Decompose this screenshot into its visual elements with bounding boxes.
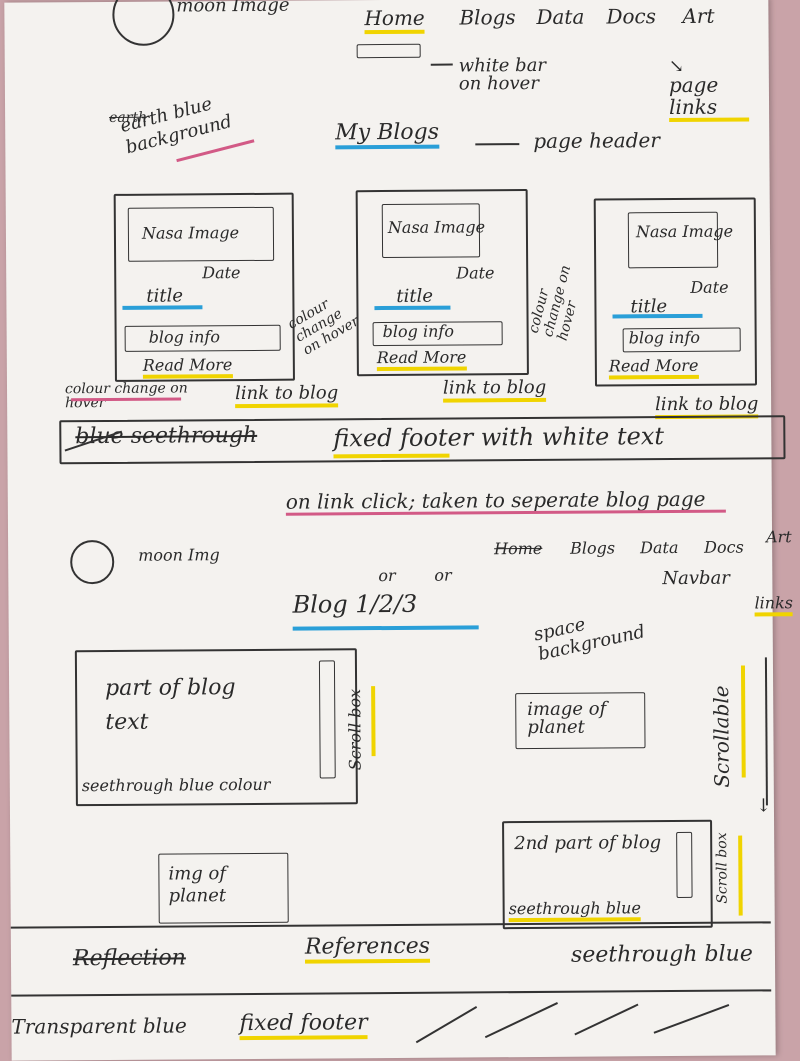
scroll-arrow-head: ↓ [755,795,772,817]
moon-img-placeholder-2 [70,539,115,585]
white-bar-sketch [356,43,421,59]
scroll-box-1-note: Scroll box [345,688,365,771]
nav-link-data: Data [536,4,585,29]
text-box-2-label: 2nd part of blog [514,832,662,855]
card-2-title-underline [374,305,451,311]
nav2-link-home: Home [494,538,543,559]
footer-hatch-3 [574,1003,639,1036]
planet-image-1-label: image of planet [527,698,607,739]
planet-image-2-label: img of planet [168,863,227,907]
seethrough-note-3: seethrough blue [570,941,753,968]
earth-note: earth blue background [118,93,235,159]
scroll-box-2-highlight [738,835,743,916]
footer-hatch-4 [653,1004,730,1034]
card-2-date: Date [456,263,495,283]
scroll-box-2-note: Scroll box [714,832,731,904]
colour-change-note-1: colour change on hover [64,380,188,412]
footer-hatch-2 [484,1002,558,1039]
links-note: links [754,593,794,617]
card-1-read-more: Read More [142,355,233,379]
seethrough-note-2: seethrough blue [508,898,641,923]
nav2-link-data: Data [640,537,679,558]
nav2-link-art: Art [765,527,792,547]
moon-img-label-2: moon Img [138,545,220,565]
footer-hatch-1 [415,1006,478,1044]
header-dash [475,143,520,146]
nav-link-art: Art [682,3,715,28]
nav2-link-docs: Docs [704,537,744,557]
references-label: References [304,933,431,964]
card-3-title-underline [612,313,703,319]
scroll-box-1-highlight [371,686,376,757]
card-1-info-label: blog info [148,327,221,347]
scrollbar-2 [676,831,693,899]
card-1-link-note: link to blog [234,382,339,409]
colour-change-note-2: colour change on hover [285,296,363,359]
card-1-title: title [146,285,184,307]
navbar-note: Navbar [662,567,730,590]
white-bar-dash [430,63,453,66]
scroll-arrow-line [764,657,768,806]
card-2-link-note: link to blog [442,376,547,403]
space-background-note: space background [531,613,648,666]
card-3-date: Date [690,277,729,297]
scrollbar-1 [318,660,336,779]
or-note-1: or [378,565,396,586]
reflection-struck: Reflection [72,945,186,972]
nav-link-home: Home [364,5,425,35]
bottom-footer-note: fixed footer [239,1010,368,1041]
moon-image-placeholder [112,0,175,46]
fixed-footer-highlight [333,453,450,459]
nav2-link-blogs: Blogs [570,538,616,558]
scrollable-note: Scrollable [709,685,734,788]
paper-sheet: moon Image Home Blogs Data Docs Art whit… [4,0,794,1061]
nav-link-blogs: Blogs [459,5,516,30]
seethrough-note-1: seethrough blue colour [81,774,271,796]
transition-note: on link click; taken to seperate blog pa… [285,486,706,514]
nav-link-docs: Docs [606,4,657,29]
scrollable-highlight [740,665,746,778]
card-3-info-label: blog info [628,327,701,348]
top-footer-note: fixed footer with white text [333,422,665,453]
card-3-read-more: Read More [608,355,699,380]
card-3-image-label: Nasa Image [635,221,734,242]
card-2-title: title [396,285,434,307]
colour-change-note-3: colour change on hover [525,263,581,343]
card-1-date: Date [202,263,241,283]
page-header-note: page header [533,128,660,153]
my-blogs-header: My Blogs [335,119,440,150]
card-2-image-label: Nasa Image [387,217,486,238]
references-bottom-line [11,989,772,997]
blog-page-title: Blog 1/2/3 [292,589,418,619]
card-2-info-label: blog info [382,321,454,342]
white-bar-note: white bar on hover [458,54,547,95]
card-1-image-label: Nasa Image [141,223,240,243]
bottom-footer-left: Transparent blue [11,1013,187,1039]
blog-title-underline [292,625,479,631]
moon-image-label: moon Image [176,0,290,17]
page-links-note: page links [669,73,750,123]
or-note-2: or [434,565,452,585]
text-box-1-label: part of blog text [105,675,236,735]
card-2-read-more: Read More [376,347,467,372]
card-1-title-underline [122,305,203,310]
